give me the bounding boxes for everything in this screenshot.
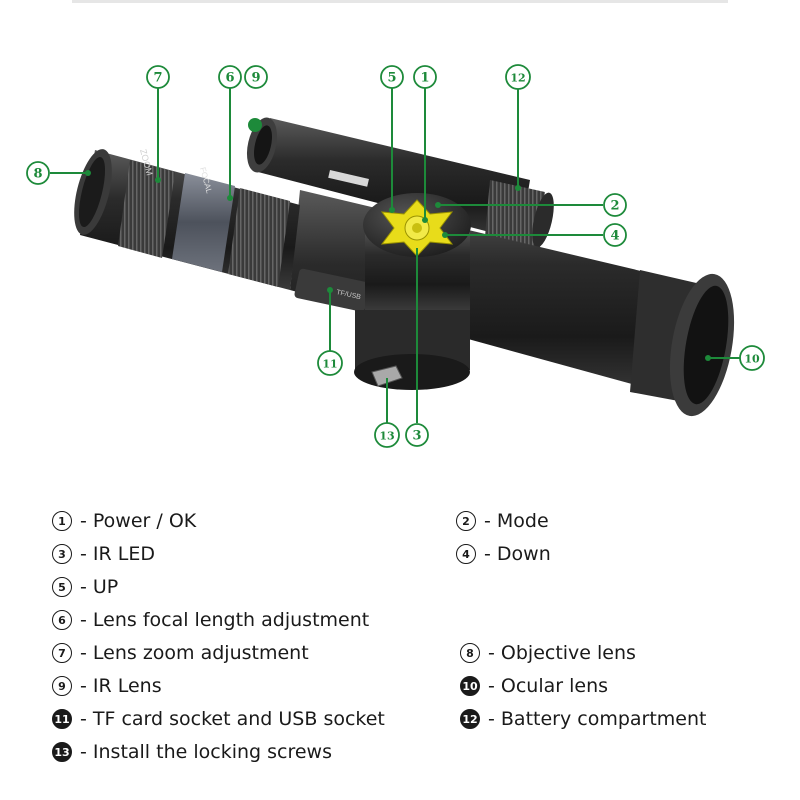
callout-9: 9 [244,65,268,89]
callout-5: 5 [380,65,404,89]
legend-item-4: 4 - Down [456,543,551,565]
callout-2: 2 [603,193,627,217]
legend-text: - Lens zoom adjustment [80,642,309,664]
callout-4: 4 [603,223,627,247]
legend-num: 11 [52,709,72,729]
legend-num: 1 [52,511,72,531]
battery-compartment [485,180,554,248]
svg-text:2: 2 [610,199,619,214]
legend-num: 7 [52,643,72,663]
legend-text: - Mode [484,510,549,532]
callout-10: 10 [739,345,765,371]
svg-text:5: 5 [387,71,396,86]
callout-12: 12 [505,64,531,90]
legend-item-3: 3 - IR LED [52,543,155,565]
callout-3: 3 [405,423,429,447]
legend-text: - TF card socket and USB socket [80,708,385,730]
legend-text: - UP [80,576,119,598]
top-divider [72,0,728,3]
leader-dots [85,118,711,361]
legend-num: 13 [52,742,72,762]
leader-lines [50,88,740,423]
svg-text:7: 7 [153,71,162,86]
svg-text:10: 10 [744,353,760,366]
callout-7: 7 [146,65,170,89]
legend-item-11: 11 - TF card socket and USB socket [52,708,385,730]
svg-text:12: 12 [510,72,525,85]
legend-num: 12 [460,709,480,729]
locking-screw [371,365,403,387]
legend-item-7: 7 - Lens zoom adjustment [52,642,309,664]
svg-text:11: 11 [322,358,337,371]
legend-num: 8 [460,643,480,663]
svg-text:3: 3 [412,429,421,444]
callout-1: 1 [413,65,437,89]
legend-num: 3 [52,544,72,564]
ir-lens-dot [248,118,262,132]
svg-text:8: 8 [33,167,42,182]
legend-item-2: 2 - Mode [456,510,549,532]
svg-text:13: 13 [379,430,394,443]
legend-item-5: 5 - UP [52,576,118,598]
legend-item-6: 6 - Lens focal length adjustment [52,609,369,631]
legend-item-9: 9 - IR Lens [52,675,162,697]
legend-num: 9 [52,676,72,696]
legend-item-8: 8 - Objective lens [460,642,636,664]
legend-item-13: 13 - Install the locking screws [52,741,332,763]
legend-num: 2 [456,511,476,531]
legend-text: - Ocular lens [488,675,609,697]
legend-item-10: 10 - Ocular lens [460,675,608,697]
legend-text: - Install the locking screws [80,741,332,763]
legend-text: - Objective lens [488,642,636,664]
legend-text: - Power / OK [80,510,197,532]
svg-text:4: 4 [610,229,619,244]
svg-text:6: 6 [225,71,234,86]
svg-text:1: 1 [420,71,429,86]
legend-num: 4 [456,544,476,564]
legend-text: - Down [484,543,551,565]
callout-11: 11 [317,350,343,376]
legend-text: - IR LED [80,543,155,565]
legend-text: - IR Lens [80,675,162,697]
legend-item-1: 1 - Power / OK [52,510,196,532]
legend-num: 6 [52,610,72,630]
device-diagram: ZOOM FOCAL TF/USB [26,64,765,448]
svg-text:9: 9 [251,71,260,86]
ocular-eyecup [630,270,735,417]
legend-text: - Lens focal length adjustment [80,609,370,631]
callout-6: 6 [218,65,242,89]
callout-8: 8 [26,161,50,185]
control-buttons [380,199,454,257]
legend-num: 5 [52,577,72,597]
objective-assembly: ZOOM FOCAL [74,148,300,290]
legend-num: 10 [460,676,480,696]
legend-item-12: 12 - Battery compartment [460,708,707,730]
legend-text: - Battery compartment [488,708,707,730]
callout-13: 13 [374,422,400,448]
